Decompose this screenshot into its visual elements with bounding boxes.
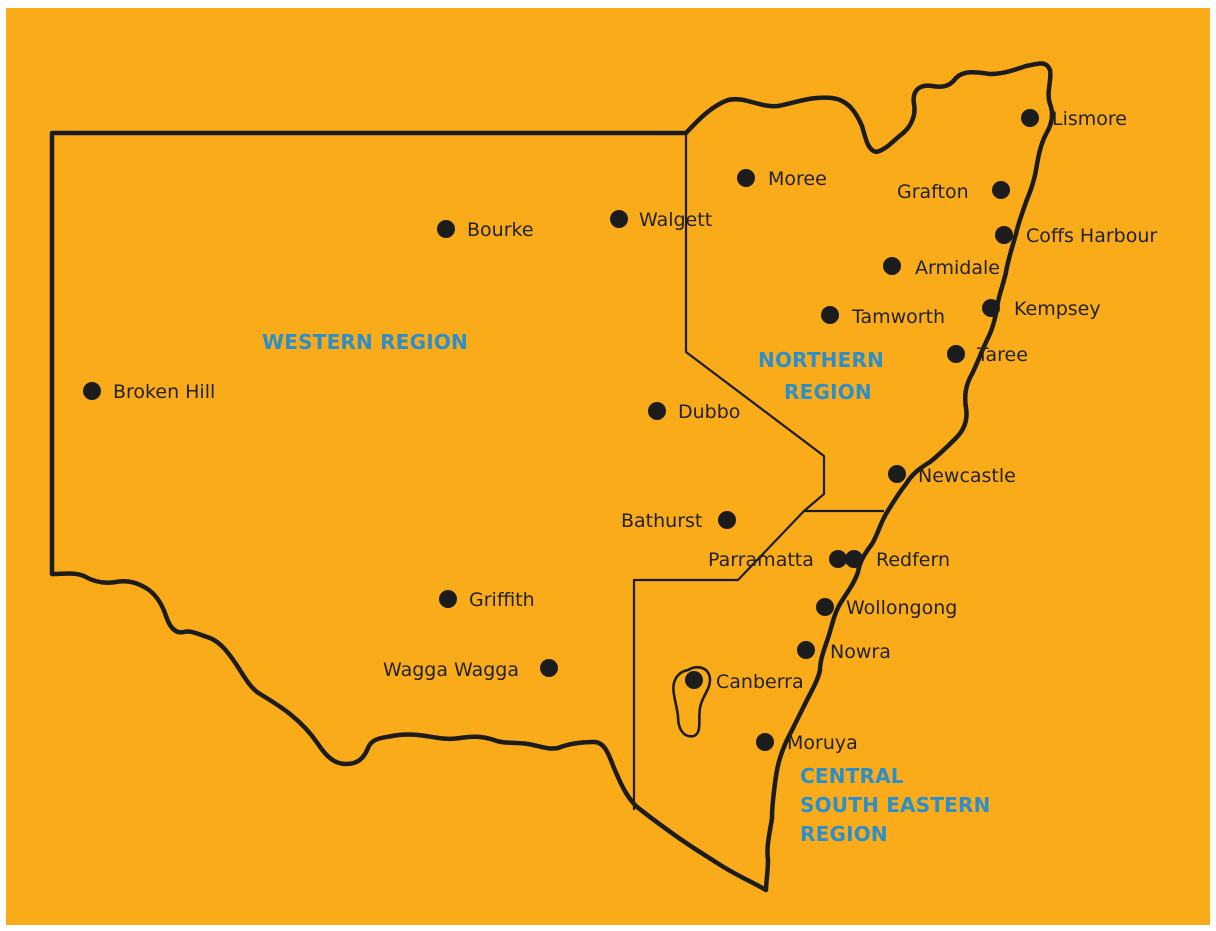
city-marker-grafton (992, 181, 1010, 199)
city-label-bourke: Bourke (467, 219, 534, 241)
city-marker-moruya (756, 733, 774, 751)
city-marker-coffs-harbour (995, 226, 1013, 244)
city-label-redfern: Redfern (876, 549, 950, 571)
region-label-cse-2: SOUTH EASTERN (800, 793, 991, 817)
city-marker-wagga-wagga (540, 659, 558, 677)
city-marker-kempsey (982, 299, 1000, 317)
city-marker-moree (737, 169, 755, 187)
northern-region-border (684, 133, 884, 513)
city-marker-nowra (797, 641, 815, 659)
city-marker-armidale (883, 257, 901, 275)
city-marker-taree (947, 345, 965, 363)
central-south-eastern-border (632, 510, 805, 810)
region-label-cse-3: REGION (800, 822, 888, 846)
city-marker-lismore (1021, 109, 1039, 127)
city-marker-bathurst (718, 511, 736, 529)
city-marker-bourke (437, 220, 455, 238)
city-marker-tamworth (821, 306, 839, 324)
city-marker-griffith (439, 590, 457, 608)
city-marker-canberra (685, 671, 703, 689)
city-label-parramatta: Parramatta (708, 549, 814, 571)
city-label-armidale: Armidale (915, 257, 1000, 279)
city-marker-walgett (610, 210, 628, 228)
city-label-broken-hill: Broken Hill (113, 381, 215, 403)
city-label-lismore: Lismore (1052, 108, 1127, 130)
city-label-moruya: Moruya (787, 732, 858, 754)
city-label-wollongong: Wollongong (846, 597, 957, 619)
city-label-coffs-harbour: Coffs Harbour (1026, 225, 1157, 247)
state-outline (49, 61, 1055, 893)
city-label-griffith: Griffith (469, 589, 535, 611)
map-background (6, 8, 1210, 925)
city-label-bathurst: Bathurst (621, 510, 702, 532)
city-marker-redfern (845, 550, 863, 568)
city-marker-newcastle (888, 465, 906, 483)
city-label-dubbo: Dubbo (678, 401, 740, 423)
act-outline (672, 666, 712, 738)
region-label-western: WESTERN REGION (262, 330, 468, 354)
city-label-kempsey: Kempsey (1014, 298, 1101, 320)
city-label-walgett: Walgett (639, 209, 712, 231)
city-label-canberra: Canberra (716, 671, 804, 693)
city-marker-parramatta (829, 550, 847, 568)
city-label-taree: Taree (976, 344, 1028, 366)
city-label-wagga-wagga: Wagga Wagga (383, 659, 519, 681)
city-label-grafton: Grafton (897, 181, 969, 203)
city-label-tamworth: Tamworth (851, 306, 945, 328)
region-label-cse-1: CENTRAL (800, 764, 904, 788)
city-marker-broken-hill (83, 382, 101, 400)
region-label-northern-1: NORTHERN (758, 348, 884, 372)
city-label-nowra: Nowra (830, 641, 891, 663)
city-marker-wollongong (816, 598, 834, 616)
city-label-newcastle: Newcastle (918, 465, 1016, 487)
city-marker-dubbo (648, 402, 666, 420)
region-label-northern-2: REGION (784, 380, 872, 404)
city-label-moree: Moree (768, 168, 827, 190)
